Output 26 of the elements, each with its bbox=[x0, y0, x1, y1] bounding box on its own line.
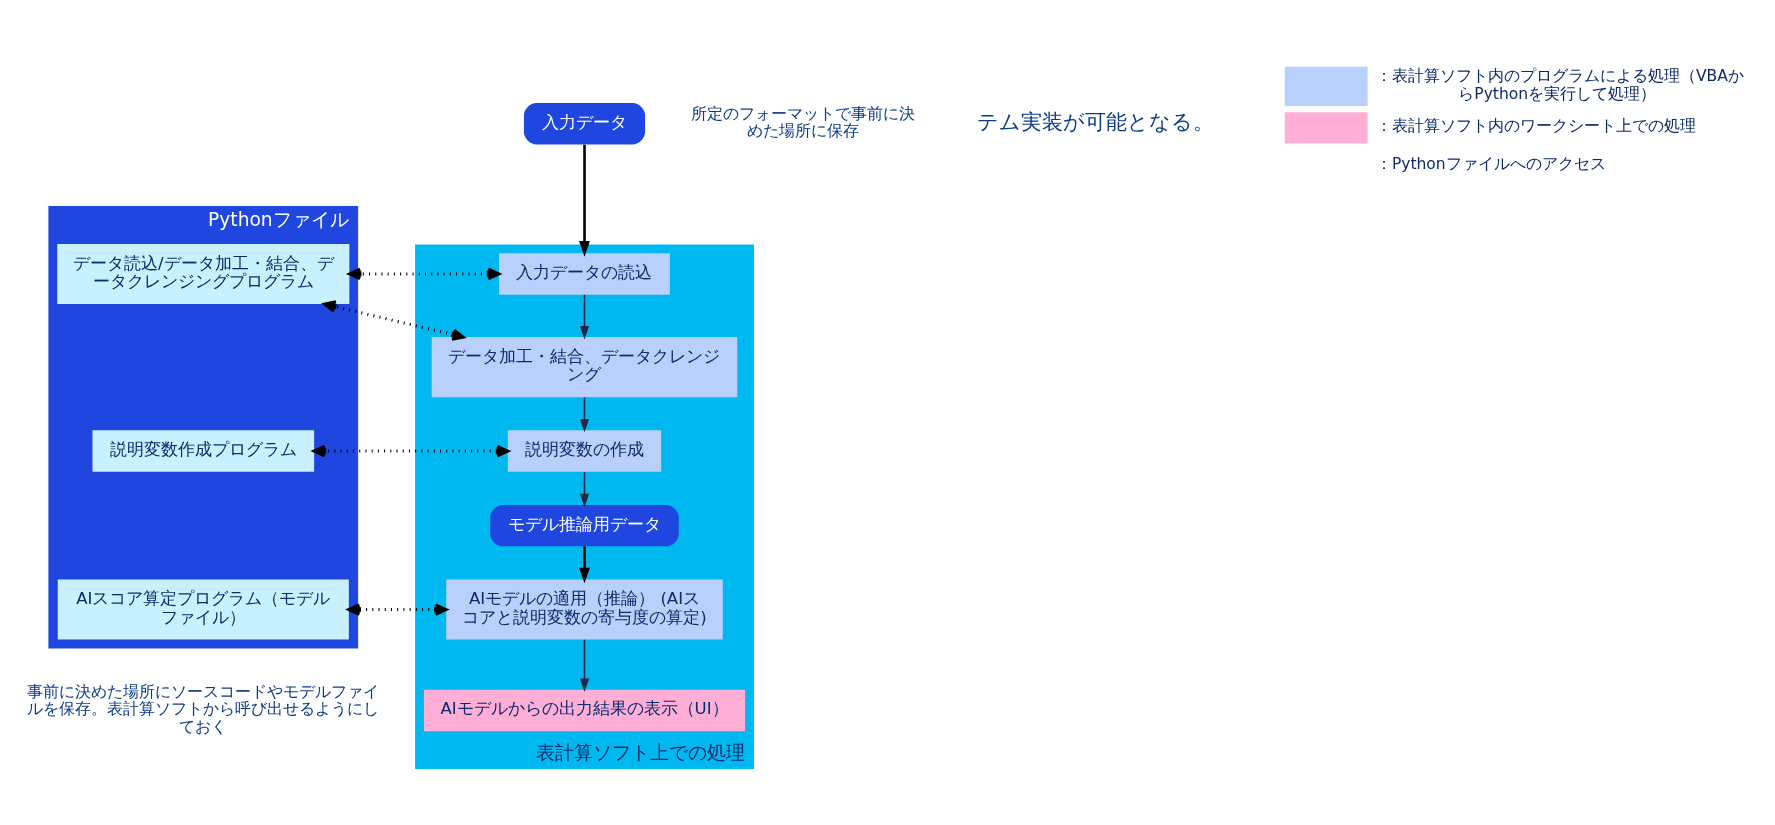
node-box: AIスコア算定プログラム（モデルファイル） bbox=[57, 579, 349, 640]
arrow bbox=[579, 546, 590, 583]
node-box: データ加工・結合、データクレンジング bbox=[431, 336, 738, 397]
arrow bbox=[347, 602, 448, 616]
label: テム実装が可能となる。 bbox=[976, 109, 1214, 134]
node-box: AIモデルの適用（推論） (AIスコアと説明変数の寄与度の算定) bbox=[446, 579, 723, 640]
arrow bbox=[579, 293, 590, 339]
arrow bbox=[579, 144, 590, 257]
node-box: 入力データ bbox=[523, 102, 646, 144]
arrow bbox=[579, 396, 590, 432]
legend-label: ：Pythonファイルへのアクセス bbox=[1375, 154, 1606, 173]
arrow bbox=[323, 299, 465, 341]
node-box: AIモデルからの出力結果の表示（UI） bbox=[423, 689, 746, 731]
node-box: データ読込/データ加工・結合、データクレンジングプログラム bbox=[57, 243, 350, 304]
legend-label: ：表計算ソフト内のワークシート上での処理 bbox=[1375, 117, 1696, 135]
arrow bbox=[579, 638, 590, 692]
arrow bbox=[348, 267, 501, 280]
node-box: 説明変数作成プログラム bbox=[92, 429, 315, 472]
node-box: 入力データの読込 bbox=[499, 252, 670, 295]
node-label: 事前に決めた場所にソースコードやモデルファイルを保存。表計算ソフトから呼び出せるようにしておく bbox=[27, 682, 380, 736]
legend-label: ：表計算ソフト内のプログラムによる処理（VBAからPythonを実行して処理） bbox=[1375, 66, 1744, 103]
node-box: 説明変数の作成 bbox=[507, 429, 662, 472]
arrow bbox=[312, 444, 510, 457]
arrow bbox=[579, 470, 590, 507]
node-box: モデル推論用データ bbox=[490, 504, 679, 546]
node-label: 所定のフォーマットで事前に決めた場所に保存 bbox=[691, 104, 916, 140]
